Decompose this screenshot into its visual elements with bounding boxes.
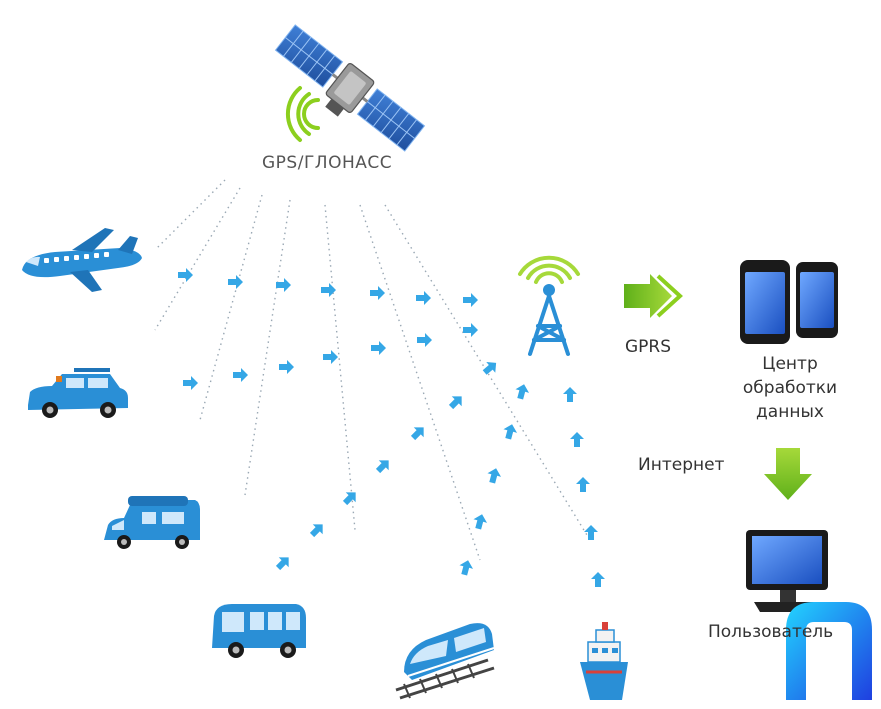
signal-lines xyxy=(154,179,591,561)
satellite-icon xyxy=(274,24,426,152)
processing-center-label: Центр обработки данных xyxy=(730,352,850,424)
train-icon xyxy=(395,623,495,700)
satellite-label: GPS/ГЛОНАСС xyxy=(262,153,393,173)
camper-icon xyxy=(104,496,200,549)
ship-icon xyxy=(580,622,628,700)
car-icon xyxy=(28,368,128,418)
gprs-arrow-icon xyxy=(624,274,683,318)
gprs-label: GPRS xyxy=(625,337,672,357)
internet-arrow-icon xyxy=(764,448,812,500)
user-label: Пользователь xyxy=(708,622,834,642)
computer-icon xyxy=(746,530,828,612)
processing-center-label-line1: Центр xyxy=(762,354,818,374)
internet-label: Интернет xyxy=(638,455,725,475)
processing-center-label-line3: данных xyxy=(756,402,824,422)
processing-center-label-line2: обработки xyxy=(742,378,838,398)
satellite-signal-icon xyxy=(285,86,320,142)
airplane-icon xyxy=(22,228,142,292)
watermark-logo xyxy=(786,602,872,700)
bus-icon xyxy=(212,604,306,658)
tower-icon xyxy=(518,255,580,356)
phones-icon xyxy=(740,260,838,344)
